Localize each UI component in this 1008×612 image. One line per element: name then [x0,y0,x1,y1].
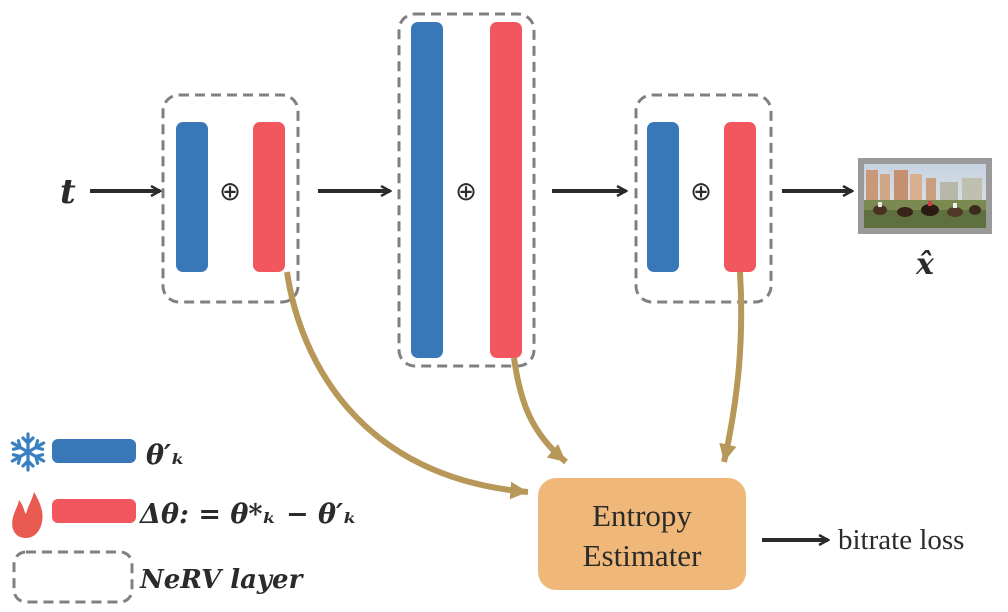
legend-frozen-label: θ′ₖ [146,440,185,471]
output-label: x̂ [915,247,935,282]
dashed-layer-box [634,93,773,304]
legend-layer: NeRV layer [12,550,305,604]
delta-weights-bar [490,22,522,358]
frozen-weights-bar [176,122,208,272]
curve-layer1-to-entropy [284,271,529,500]
nerv-layer-3: ⊕ [634,93,773,304]
dashed-layer-box [397,12,536,368]
output-frame-thumbnail [858,158,992,234]
legend-trainable-label: Δθ: = θ*ₖ − θ′ₖ [138,499,357,530]
frozen-weights-bar [411,22,443,358]
delta-weights-bar [253,122,285,272]
curve-layer2-to-entropy [511,357,568,465]
entropy-estimator-block: Entropy Estimater [538,478,746,590]
dashed-layer-box [161,93,300,304]
flame-icon [12,492,43,538]
nerv-layer-2: ⊕ [397,12,536,368]
combine-symbol: ⊕ [219,177,241,207]
legend-trainable: Δθ: = θ*ₖ − θ′ₖ [12,492,357,538]
legend-trainable-bar [52,499,136,523]
nerv-layer-1: ⊕ [161,93,300,304]
legend-frozen-bar [52,439,136,463]
bitrate-label: bitrate loss [838,524,964,556]
delta-weights-bar [724,122,756,272]
snowflake-icon [10,432,46,472]
legend-frozen: θ′ₖ [10,432,185,472]
entropy-line-1: Entropy [592,498,692,533]
legend-layer-box [12,550,134,604]
combine-symbol: ⊕ [455,177,477,207]
input-label: t [60,172,76,212]
combine-symbol: ⊕ [690,177,712,207]
frozen-weights-bar [647,122,679,272]
legend-layer-label: NeRV layer [139,565,305,595]
curve-layer3-to-entropy [719,271,745,463]
entropy-line-2: Estimater [583,538,702,573]
